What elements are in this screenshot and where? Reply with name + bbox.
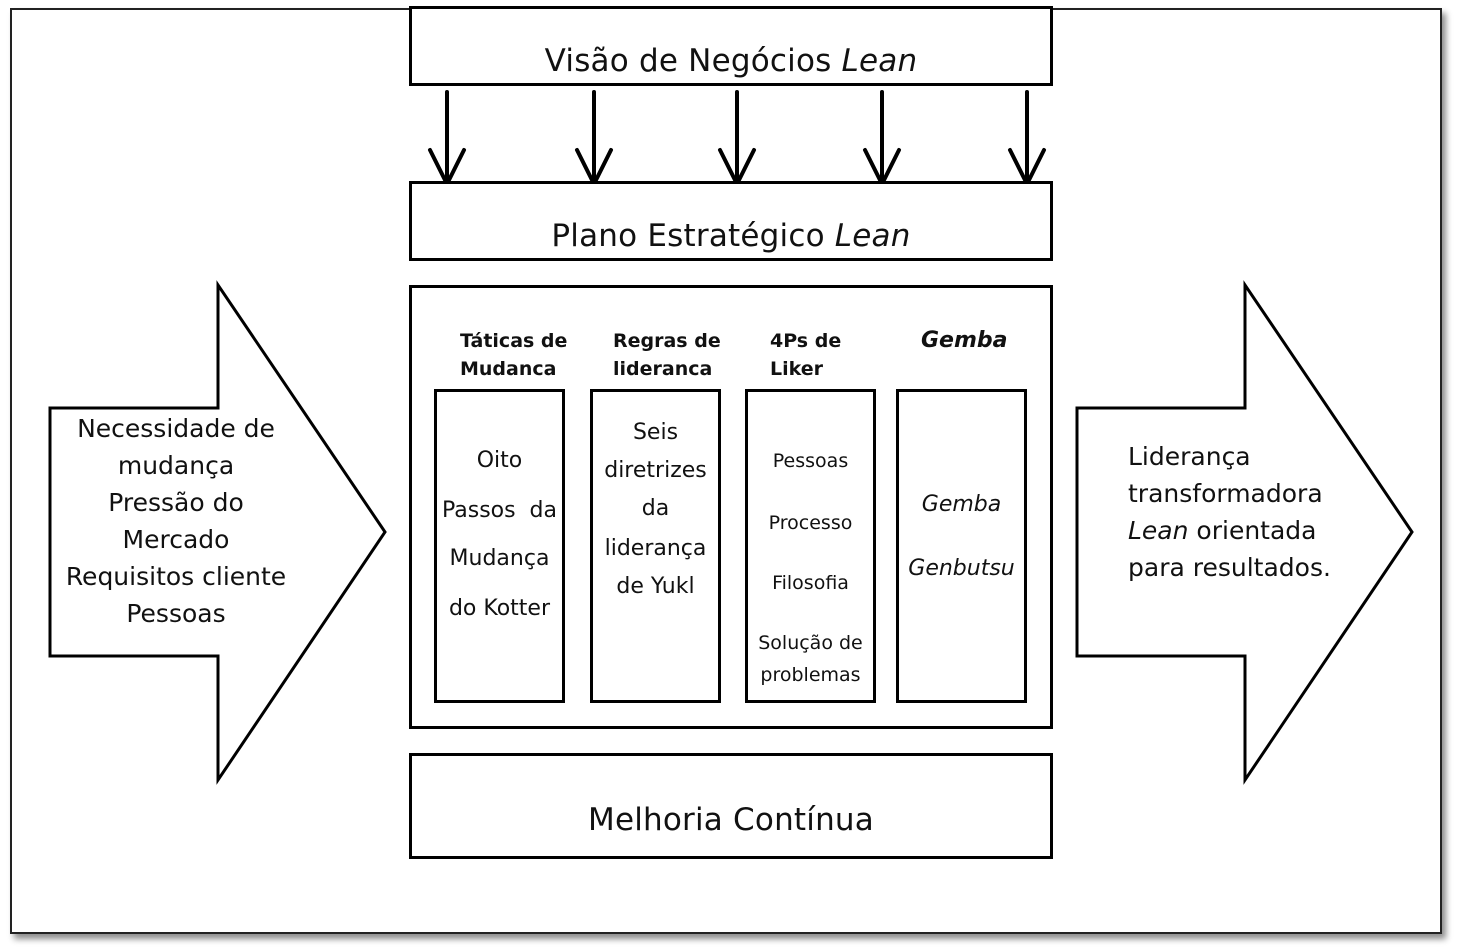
kotter-line-1: Oito [476,448,523,473]
liker-item-problem-solving-1: Solução de [758,632,863,654]
column-box-kotter: Oito Passos da Mudança do Kotter [434,389,565,703]
yukl-line-5: de Yukl [616,574,695,599]
liker-item-people: Pessoas [772,450,849,472]
gemba-line-1: Gemba [921,492,1002,517]
left-arrow-line-6: Pessoas [126,599,226,628]
column-box-yukl: Seis diretrizes da liderança de Yukl [590,389,721,703]
liker-item-problem-solving-2: problemas [760,664,861,686]
left-arrow-label: Necessidade de mudança Pressão do Mercad… [52,410,300,632]
right-arrow-lean: Lean [1128,516,1189,545]
lean-strategic-plan-text: Plano Estratégico [551,218,835,254]
right-arrow-line-3: Lean orientada [1128,512,1331,549]
yukl-line-4: liderança [604,536,707,561]
right-arrow-oriented: orientada [1188,516,1317,545]
down-arrow-5 [1008,90,1046,189]
yukl-line-2: diretrizes [604,458,707,483]
continuous-improvement-text: Melhoria Contínua [588,802,874,838]
left-arrow-line-2: mudança [117,451,235,480]
continuous-improvement-box: Melhoria Contínua [409,753,1053,859]
right-arrow-line-2: transformadora [1128,479,1323,508]
right-arrow-line-1: Liderança [1128,442,1251,471]
lean-strategic-plan-emphasis: Lean [834,218,911,254]
lean-business-vision-box: Visão de Negócios Lean [409,6,1053,86]
yukl-line-1: Seis [632,420,679,445]
right-output-arrow [1075,280,1414,785]
kotter-line-3: Mudança [449,546,550,571]
left-arrow-line-5: Requisitos cliente [65,562,287,591]
gemba-line-2: Genbutsu [908,556,1015,581]
column-box-gemba: Gemba Genbutsu [896,389,1027,703]
left-arrow-line-1: Necessidade de [77,414,275,443]
kotter-line-4: do Kotter [448,596,551,621]
column-heading-liker-4ps: 4Ps de Liker [770,330,842,380]
down-arrow-2 [575,90,613,189]
left-arrow-line-3: Pressão do [108,488,244,517]
column-heading-gemba: Gemba [921,328,1008,353]
liker-item-process: Processo [768,512,853,534]
right-arrow-label: Liderança transformadora Lean orientada … [1128,438,1331,586]
lean-business-vision-text: Visão de Negócios [544,43,842,79]
column-heading-change-tactics: Táticas de Mudanca [460,330,568,380]
column-heading-leadership-rules: Regras de lideranca [613,330,721,380]
down-arrow-4 [863,90,901,189]
down-arrow-3 [718,90,756,189]
kotter-line-2: Passos da [441,498,558,523]
column-box-liker: Pessoas Processo Filosofia Solução de pr… [745,389,876,703]
lean-business-vision-emphasis: Lean [841,43,918,79]
lean-strategic-plan-box: Plano Estratégico Lean [409,181,1053,261]
right-arrow-line-4: para resultados. [1128,553,1331,582]
down-arrows [428,90,1046,189]
left-arrow-line-4: Mercado [122,525,230,554]
yukl-line-3: da [641,496,670,521]
liker-item-philosophy: Filosofia [772,572,849,594]
left-input-arrow [48,280,387,785]
down-arrow-1 [428,90,466,189]
